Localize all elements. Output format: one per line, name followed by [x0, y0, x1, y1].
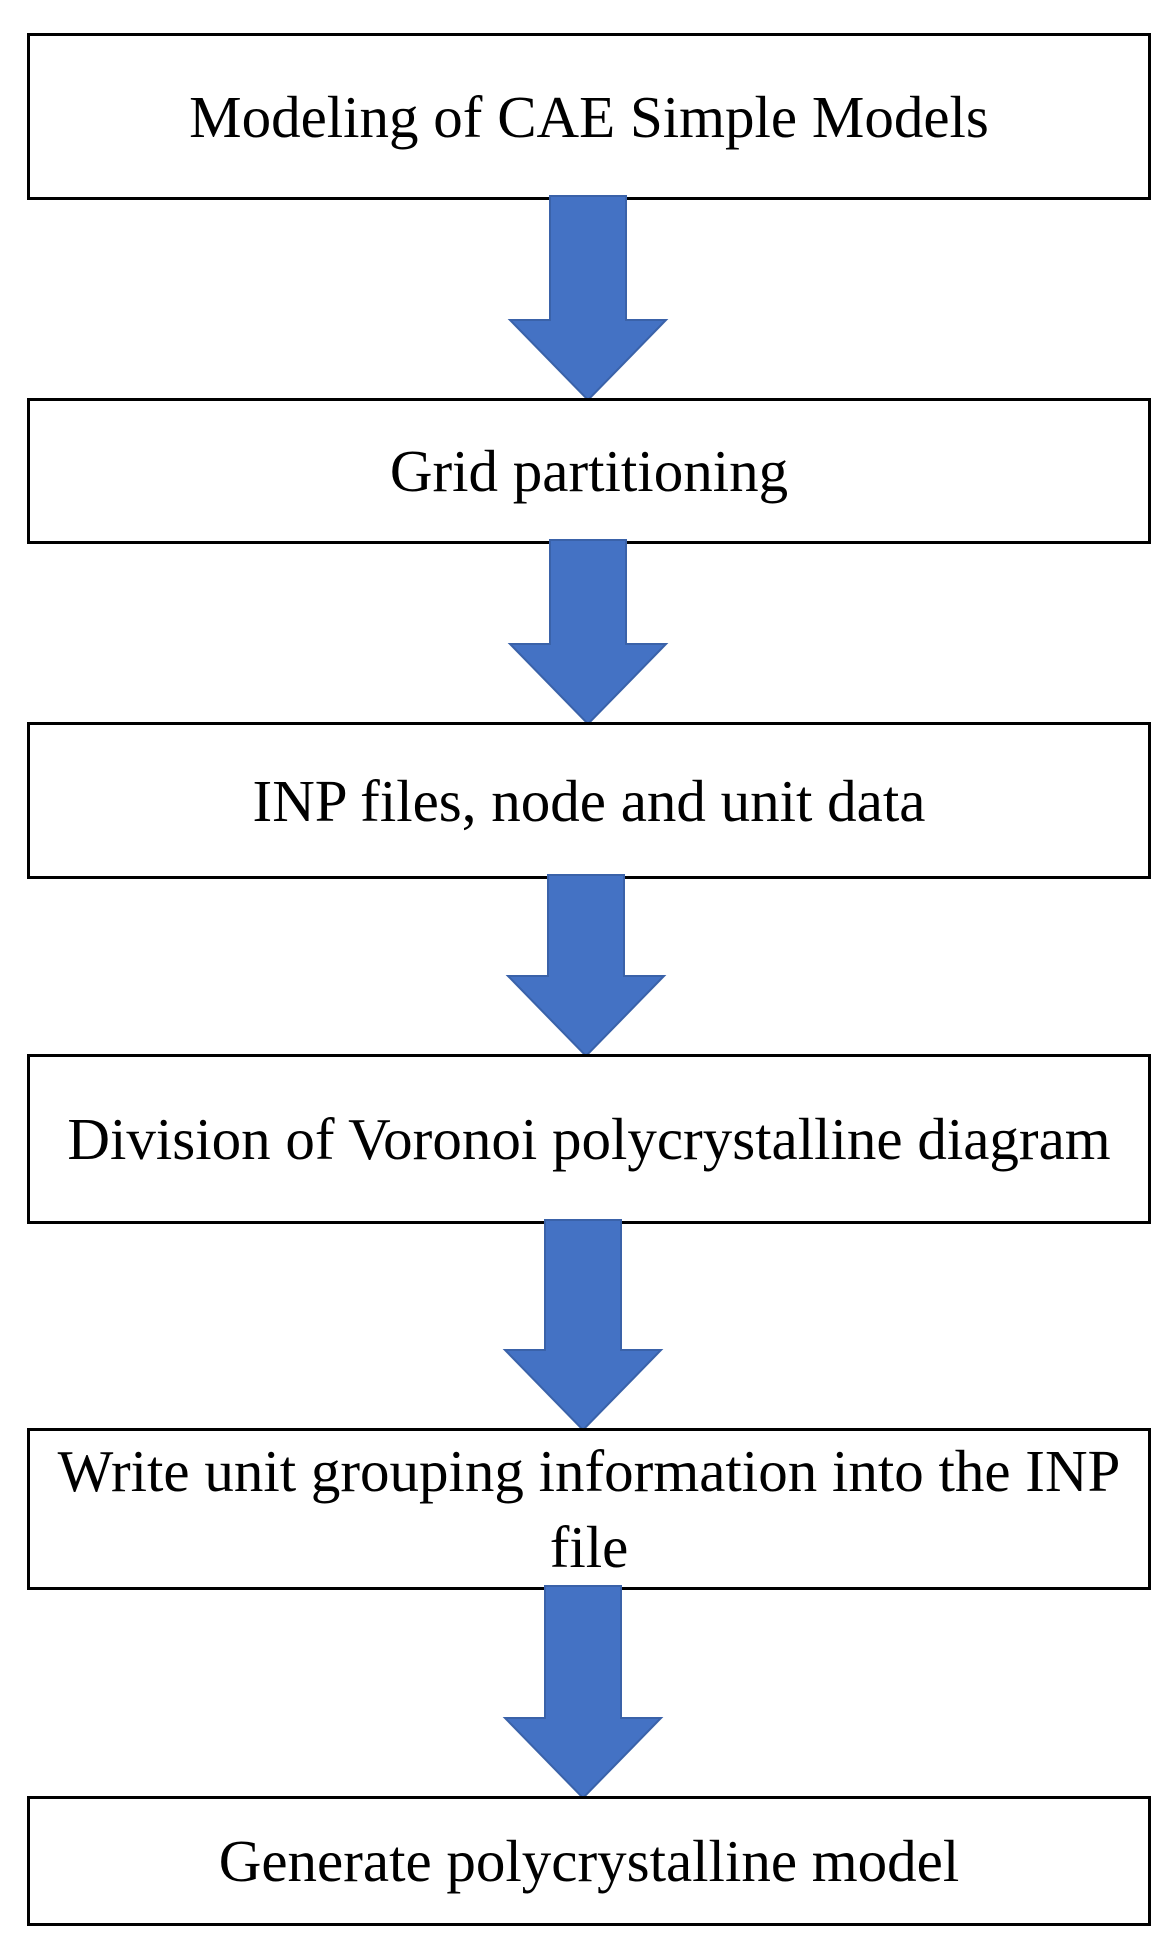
- step-label-modeling: Modeling of CAE Simple Models: [189, 83, 989, 150]
- step-label-generate-model: Generate polycrystalline model: [218, 1828, 960, 1894]
- down-arrow-icon: [507, 539, 669, 726]
- step-label-grid-partitioning: Grid partitioning: [389, 438, 789, 504]
- step-box-inp-files: INP files, node and unit data: [27, 722, 1151, 879]
- down-arrow-icon: [502, 1585, 664, 1800]
- step-box-grid-partitioning: Grid partitioning: [27, 398, 1151, 544]
- step-box-modeling: Modeling of CAE Simple Models: [27, 33, 1151, 200]
- down-arrow-icon: [502, 1219, 664, 1432]
- step-box-voronoi-division: Division of Voronoi polycrystalline diag…: [27, 1054, 1151, 1224]
- step-label-write-grouping: Write unit grouping information into the…: [57, 1438, 1121, 1580]
- step-box-generate-model: Generate polycrystalline model: [27, 1796, 1151, 1926]
- step-label-inp-files: INP files, node and unit data: [252, 767, 926, 834]
- step-box-write-grouping: Write unit grouping information into the…: [27, 1428, 1151, 1590]
- step-label-voronoi-division: Division of Voronoi polycrystalline diag…: [67, 1106, 1111, 1172]
- down-arrow-icon: [507, 195, 669, 402]
- down-arrow-icon: [505, 874, 667, 1058]
